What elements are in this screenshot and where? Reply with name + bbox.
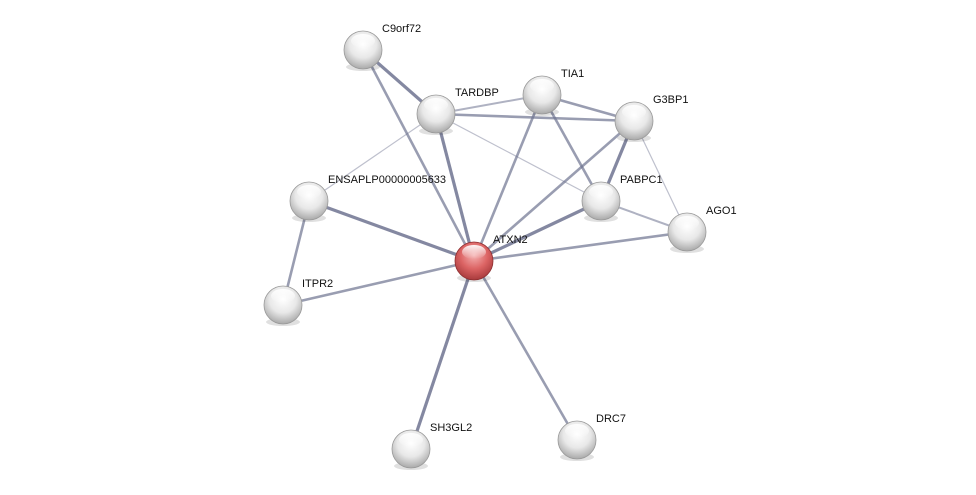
edge-tia1-atxn2[interactable] bbox=[472, 94, 544, 262]
edge-tardbp-atxn2[interactable] bbox=[434, 113, 476, 262]
node-label: ENSAPLP00000005633 bbox=[328, 174, 446, 186]
node-highlight bbox=[565, 424, 589, 438]
node-sh3gl2[interactable]: SH3GL2 bbox=[391, 422, 472, 470]
node-highlight bbox=[424, 98, 448, 112]
edge-c9orf72-atxn2[interactable] bbox=[361, 49, 476, 262]
node-ago1[interactable]: AGO1 bbox=[667, 205, 737, 253]
edge-ensaplp00000005633-atxn2[interactable] bbox=[308, 199, 475, 263]
node-atxn2[interactable]: ATXN2 bbox=[454, 234, 528, 282]
edge-itpr2-atxn2[interactable] bbox=[282, 259, 475, 307]
edge-atxn2-sh3gl2[interactable] bbox=[409, 260, 476, 450]
edge-tardbp-g3bp1[interactable] bbox=[435, 112, 635, 123]
node-c9orf72[interactable]: C9orf72 bbox=[343, 23, 421, 71]
node-label: SH3GL2 bbox=[430, 422, 472, 434]
node-label: ATXN2 bbox=[493, 234, 528, 246]
node-highlight bbox=[530, 79, 554, 93]
edge-g3bp1-atxn2[interactable] bbox=[473, 120, 635, 262]
node-highlight bbox=[271, 289, 295, 303]
edge-g3bp1-ago1[interactable] bbox=[633, 120, 688, 233]
node-tia1[interactable]: TIA1 bbox=[522, 68, 584, 116]
node-label: PABPC1 bbox=[620, 174, 663, 186]
node-label: G3BP1 bbox=[653, 94, 688, 106]
node-pabpc1[interactable]: PABPC1 bbox=[581, 174, 663, 222]
node-label: TIA1 bbox=[561, 68, 584, 80]
node-label: AGO1 bbox=[706, 205, 737, 217]
edge-tardbp-ensaplp00000005633[interactable] bbox=[308, 113, 437, 202]
edge-atxn2-drc7[interactable] bbox=[472, 260, 579, 441]
node-highlight bbox=[589, 185, 613, 199]
node-highlight bbox=[462, 245, 486, 259]
node-g3bp1[interactable]: G3BP1 bbox=[614, 94, 688, 142]
node-label: TARDBP bbox=[455, 87, 499, 99]
edge-pabpc1-atxn2[interactable] bbox=[473, 199, 602, 263]
node-highlight bbox=[351, 34, 375, 48]
node-drc7[interactable]: DRC7 bbox=[557, 413, 626, 461]
node-highlight bbox=[622, 105, 646, 119]
edge-ago1-atxn2[interactable] bbox=[473, 230, 688, 263]
node-label: C9orf72 bbox=[382, 23, 421, 35]
edge-tardbp-pabpc1[interactable] bbox=[435, 113, 602, 202]
edge-tia1-pabpc1[interactable] bbox=[540, 94, 603, 202]
node-highlight bbox=[297, 185, 321, 199]
node-label: ITPR2 bbox=[302, 278, 333, 290]
node-tardbp[interactable]: TARDBP bbox=[416, 87, 499, 135]
node-itpr2[interactable]: ITPR2 bbox=[263, 278, 333, 326]
node-ensaplp00000005633[interactable]: ENSAPLP00000005633 bbox=[289, 174, 446, 222]
node-label: DRC7 bbox=[596, 413, 626, 425]
node-highlight bbox=[399, 433, 423, 447]
node-highlight bbox=[675, 216, 699, 230]
